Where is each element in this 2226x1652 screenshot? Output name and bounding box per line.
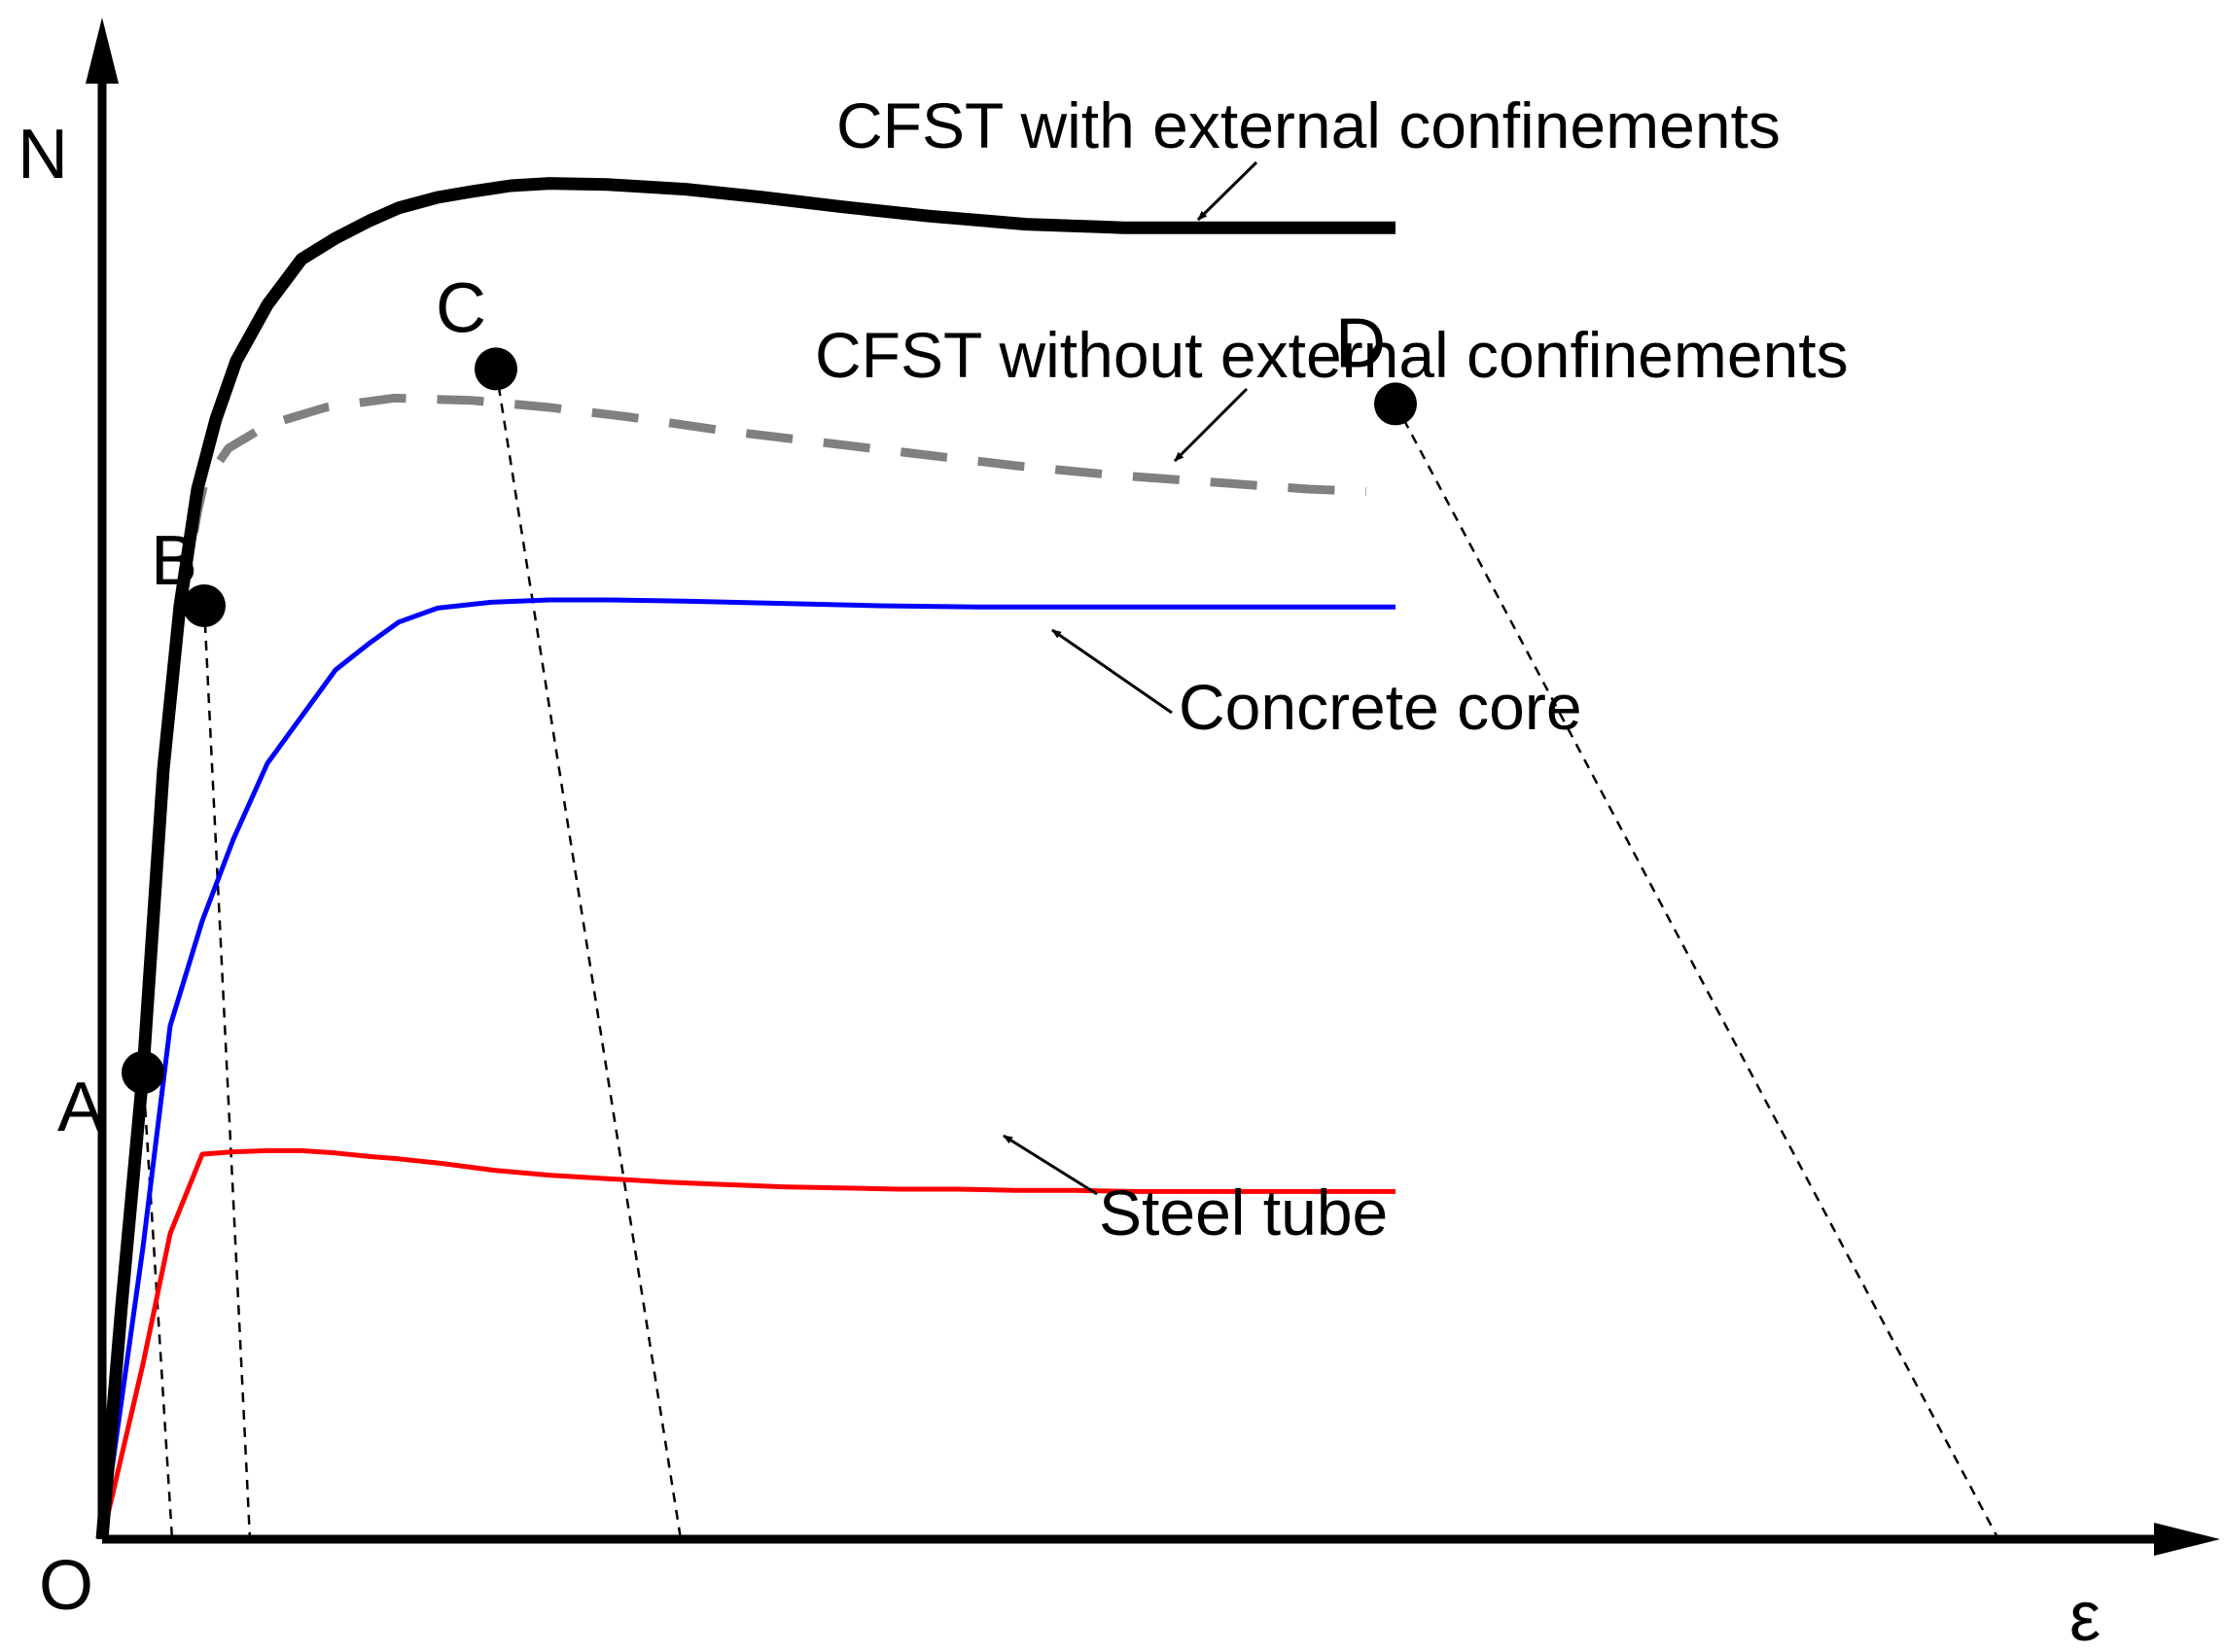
point-a bbox=[122, 1051, 164, 1094]
series-layer bbox=[95, 177, 1396, 1540]
axes bbox=[86, 18, 2220, 1556]
annotation-arrow-steel-tube bbox=[1003, 1134, 1098, 1196]
y-axis-arrowhead bbox=[86, 18, 119, 84]
point-d bbox=[1374, 382, 1417, 426]
guide-line-b bbox=[202, 605, 252, 1540]
point-label-d: D bbox=[1335, 304, 1386, 382]
annotation-concrete-core: Concrete core bbox=[1179, 671, 1582, 743]
guide-line-c bbox=[494, 369, 683, 1540]
annotation-with-confinements: CFST with external confinements bbox=[836, 89, 1781, 161]
origin-label: O bbox=[39, 1547, 93, 1625]
y-axis-label: N bbox=[18, 116, 68, 193]
annotation-without-confinements: CFST without external confinements bbox=[815, 319, 1849, 391]
guide-lines bbox=[141, 369, 2000, 1540]
series-line-concrete-core bbox=[99, 597, 1396, 1540]
annotation-steel-tube: Steel tube bbox=[1099, 1177, 1388, 1248]
annotations: CFST with external confinements CFST wit… bbox=[815, 89, 1849, 1248]
point-b bbox=[183, 584, 226, 627]
annotation-arrow-with-confinements bbox=[1196, 160, 1258, 222]
annotation-arrow-concrete-core bbox=[1051, 628, 1173, 715]
annotation-arrow-without-confinements bbox=[1173, 387, 1249, 463]
point-label-a: A bbox=[57, 1069, 104, 1146]
series-line-cfst-without-external-confinements bbox=[97, 393, 1367, 1540]
points-layer: A B C D bbox=[57, 269, 1417, 1146]
series-line-steel-tube bbox=[99, 1147, 1396, 1540]
point-label-b: B bbox=[151, 522, 197, 600]
series-line-cfst-with-external-confinements bbox=[95, 177, 1396, 1540]
x-axis-arrowhead bbox=[2154, 1523, 2220, 1556]
point-label-c: C bbox=[436, 269, 486, 347]
point-c bbox=[475, 347, 517, 391]
x-axis-label: ε bbox=[2069, 1578, 2101, 1652]
guide-line-d bbox=[1394, 403, 2000, 1540]
